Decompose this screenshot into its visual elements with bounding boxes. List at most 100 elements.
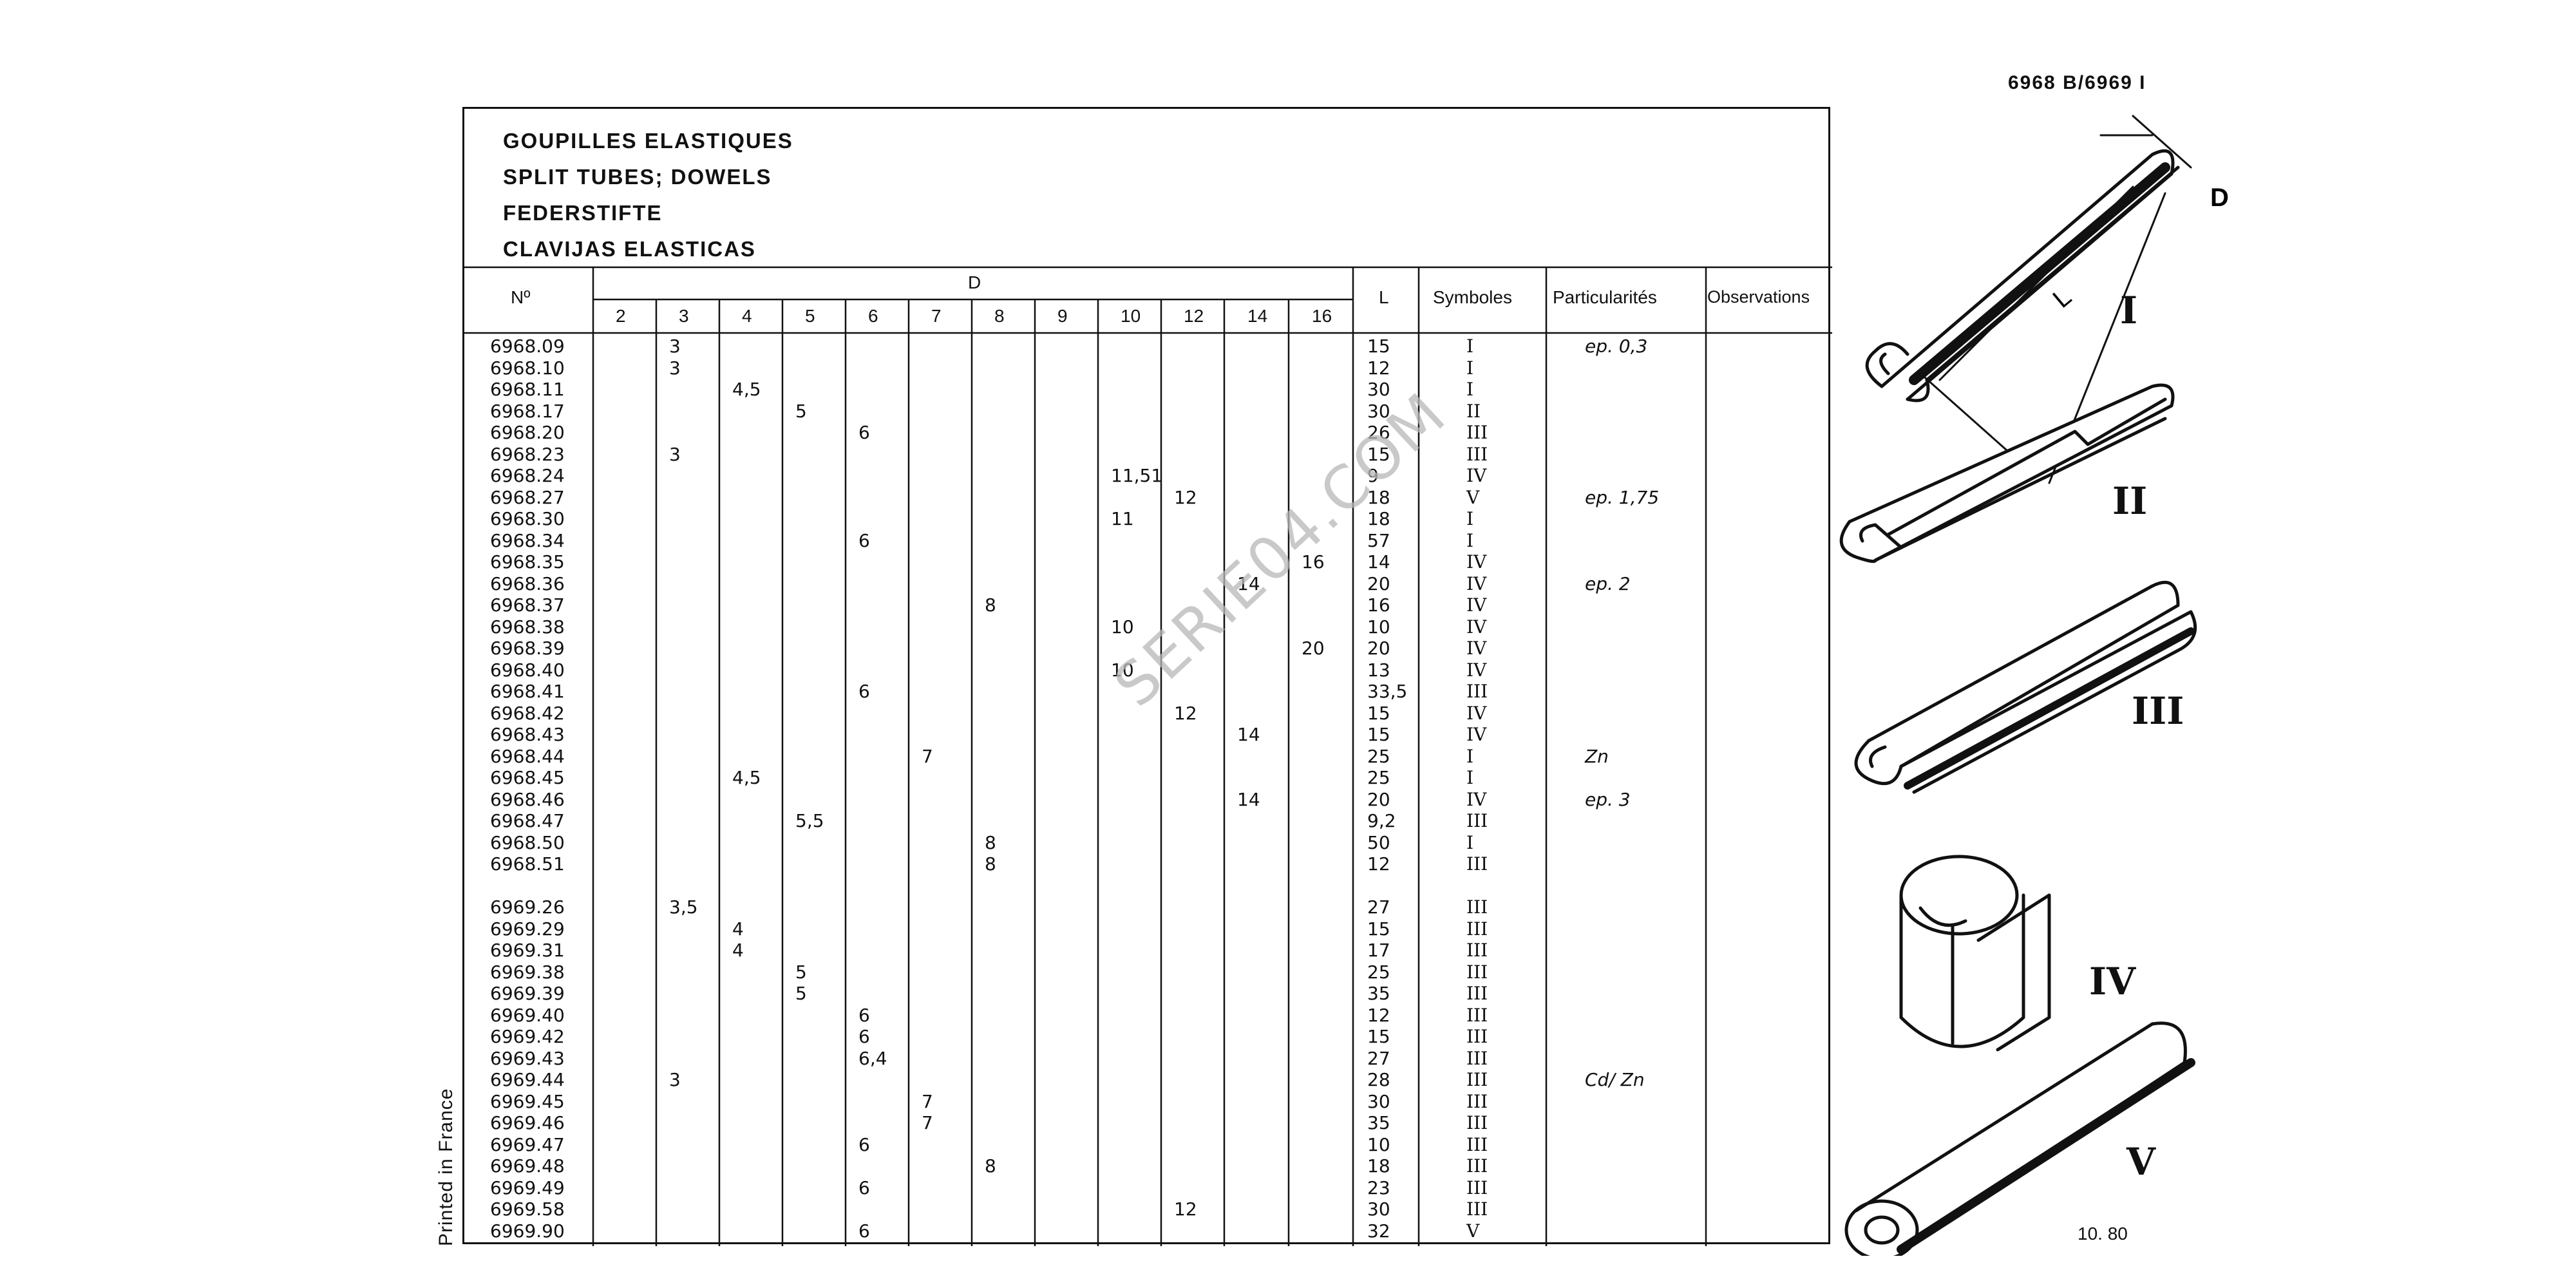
symbol-value: IV xyxy=(1466,638,1487,659)
length-value: 17 xyxy=(1367,940,1390,961)
column-header-l: L xyxy=(1379,287,1389,307)
part-number: 6968.39 xyxy=(490,638,565,659)
figure-type-v-illustration xyxy=(1844,1021,2195,1256)
part-number: 6969.45 xyxy=(490,1090,565,1112)
part-number: 6968.20 xyxy=(490,422,565,443)
figure-type-ii-illustration xyxy=(1839,383,2175,564)
part-number: 6969.44 xyxy=(490,1069,565,1090)
symbol-value: IV xyxy=(1466,573,1487,594)
length-value: 25 xyxy=(1367,961,1390,983)
length-value: 27 xyxy=(1367,1047,1390,1069)
diameter-value: 5 xyxy=(795,983,807,1004)
figure-label-iv: IV xyxy=(2089,960,2136,1003)
symbol-value: IV xyxy=(1466,594,1487,616)
symbol-value: I xyxy=(1466,357,1474,379)
symbol-value: IV xyxy=(1466,551,1487,573)
symbol-value: III xyxy=(1466,1133,1488,1155)
part-number: 6969.38 xyxy=(490,961,565,983)
part-number: 6968.46 xyxy=(490,788,565,810)
length-value: 18 xyxy=(1367,508,1390,529)
part-number: 6969.90 xyxy=(490,1220,565,1242)
column-header-d-size: 6 xyxy=(868,306,878,326)
symbol-value: IV xyxy=(1466,465,1487,486)
diameter-value: 20 xyxy=(1302,638,1325,659)
length-value: 15 xyxy=(1367,918,1390,940)
particularity-value: ep. 2 xyxy=(1585,573,1631,594)
length-value: 18 xyxy=(1367,486,1390,508)
part-number: 6968.24 xyxy=(490,465,565,486)
diameter-value: 14 xyxy=(1237,788,1260,810)
dimension-l-label: L xyxy=(2048,283,2077,314)
symbol-value: III xyxy=(1466,940,1488,961)
part-number: 6969.31 xyxy=(490,940,565,961)
symbol-value: III xyxy=(1466,443,1488,465)
length-value: 10 xyxy=(1367,616,1390,638)
column-header-d: D xyxy=(968,272,981,292)
diameter-value: 6 xyxy=(858,1026,870,1047)
diameter-value: 3,5 xyxy=(669,896,698,918)
length-value: 12 xyxy=(1367,1004,1390,1026)
part-number: 6968.35 xyxy=(490,551,565,573)
part-number: 6968.34 xyxy=(490,529,565,551)
symbol-value: III xyxy=(1466,810,1488,831)
symbol-value: I xyxy=(1466,336,1474,357)
diameter-value: 16 xyxy=(1302,551,1325,573)
title-de: FEDERSTIFTE xyxy=(503,201,663,225)
part-number: 6968.10 xyxy=(490,357,565,379)
length-value: 14 xyxy=(1367,551,1390,573)
symbol-value: III xyxy=(1466,1026,1488,1047)
symbol-value: III xyxy=(1466,1047,1488,1069)
part-number: 6969.42 xyxy=(490,1026,565,1047)
figure-label-i: I xyxy=(2120,289,2138,332)
diameter-value: 14 xyxy=(1237,573,1260,594)
symbol-value: I xyxy=(1466,767,1474,788)
length-value: 20 xyxy=(1367,638,1390,659)
column-header-observations: Observations xyxy=(1707,287,1810,307)
title-es: CLAVIJAS ELASTICAS xyxy=(503,237,756,261)
figure-type-i-illustration xyxy=(1865,115,2192,484)
symbol-value: I xyxy=(1466,379,1474,400)
figure-label-v: V xyxy=(2126,1140,2156,1184)
diameter-value: 8 xyxy=(985,594,996,616)
symbol-value: IV xyxy=(1466,702,1487,724)
part-number: 6969.39 xyxy=(490,983,565,1004)
diameter-value: 12 xyxy=(1174,702,1197,724)
length-value: 10 xyxy=(1367,1133,1390,1155)
document-code: 6968 B/6969 I xyxy=(2008,72,2146,93)
diameter-value: 8 xyxy=(985,1155,996,1177)
length-value: 12 xyxy=(1367,357,1390,379)
diameter-value: 4,5 xyxy=(732,767,761,788)
length-value: 12 xyxy=(1367,853,1390,875)
symbol-value: III xyxy=(1466,853,1488,875)
figure-type-iv-illustration xyxy=(1899,855,2051,1052)
part-number: 6968.51 xyxy=(490,853,565,875)
column-header-d-size: 12 xyxy=(1184,306,1204,326)
diameter-value: 8 xyxy=(985,853,996,875)
diameter-value: 6 xyxy=(858,1177,870,1198)
diameter-value: 14 xyxy=(1237,724,1260,745)
symbol-value: III xyxy=(1466,681,1488,702)
length-value: 15 xyxy=(1367,724,1390,745)
diameter-value: 4 xyxy=(732,918,744,940)
diameter-value: 3 xyxy=(669,443,681,465)
part-number: 6969.40 xyxy=(490,1004,565,1026)
length-value: 26 xyxy=(1367,422,1390,443)
length-value: 20 xyxy=(1367,573,1390,594)
diameter-value: 7 xyxy=(922,1112,933,1133)
part-number: 6968.09 xyxy=(490,336,565,357)
diameter-value: 8 xyxy=(985,831,996,853)
part-number: 6969.49 xyxy=(490,1177,565,1198)
particularity-value: ep. 0,3 xyxy=(1585,336,1648,357)
diameter-value: 6 xyxy=(858,1004,870,1026)
title-fr: GOUPILLES ELASTIQUES xyxy=(503,129,793,153)
length-value: 30 xyxy=(1367,1198,1390,1220)
symbol-value: I xyxy=(1466,529,1474,551)
diameter-value: 7 xyxy=(922,745,933,767)
column-header-d-size: 9 xyxy=(1057,306,1068,326)
length-value: 27 xyxy=(1367,896,1390,918)
length-value: 25 xyxy=(1367,745,1390,767)
part-number: 6969.48 xyxy=(490,1155,565,1177)
part-number: 6968.11 xyxy=(490,379,565,400)
length-value: 15 xyxy=(1367,702,1390,724)
part-number: 6969.43 xyxy=(490,1047,565,1069)
